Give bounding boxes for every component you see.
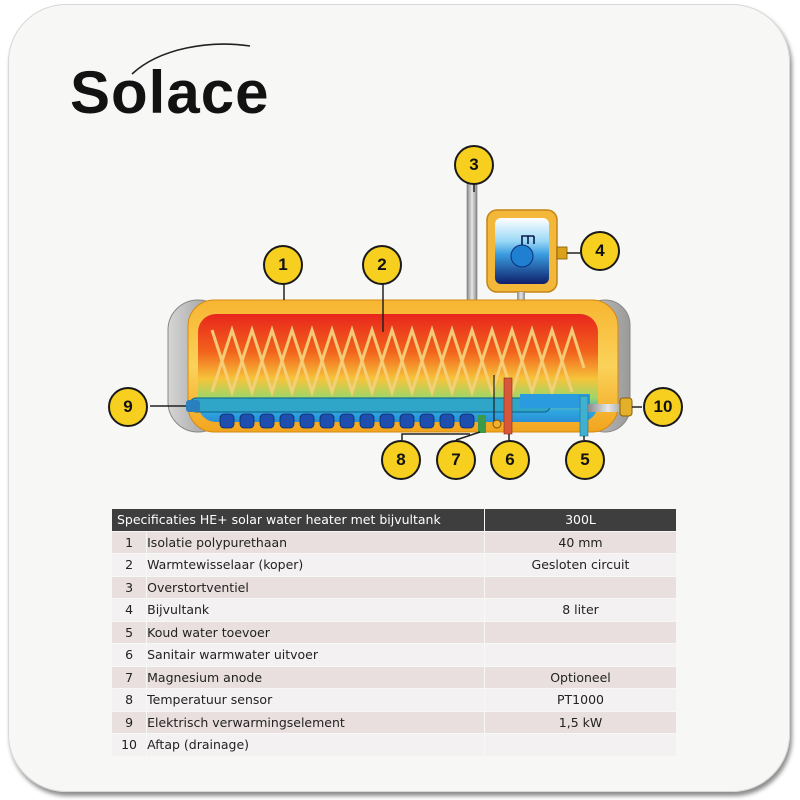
- table-row: 10 Aftap (drainage): [110, 733, 677, 757]
- callout-4: 4: [580, 231, 620, 271]
- spec-table-title: Specificaties HE+ solar water heater met…: [111, 508, 485, 532]
- table-row: 8 Temperatuur sensor PT1000: [110, 688, 677, 712]
- heat-exchanger-coil: [210, 325, 586, 397]
- callout-9: 9: [108, 387, 148, 427]
- spec-table-header: Specificaties HE+ solar water heater met…: [111, 508, 677, 532]
- table-row: 9 Elektrisch verwarmingselement 1,5 kW: [110, 710, 677, 734]
- callout-6: 6: [490, 440, 530, 480]
- callout-10: 10: [643, 387, 683, 427]
- callout-2: 2: [362, 245, 402, 285]
- callout-1: 1: [263, 245, 303, 285]
- solar-tank-diagram: [150, 179, 642, 441]
- table-row: 4 Bijvultank 8 liter: [110, 598, 677, 622]
- table-row: 1 Isolatie polypurethaan 40 mm: [110, 530, 677, 554]
- table-row: 3 Overstortventiel: [110, 575, 677, 599]
- callout-5: 5: [565, 440, 605, 480]
- table-row: 2 Warmtewisselaar (koper) Gesloten circu…: [110, 553, 677, 577]
- callout-7: 7: [436, 440, 476, 480]
- table-row: 5 Koud water toevoer: [110, 620, 677, 644]
- table-row: 7 Magnesium anode Optioneel: [110, 665, 677, 689]
- logo-swoosh: [131, 43, 251, 75]
- brand-logo: Solace: [70, 59, 270, 126]
- table-row: 6 Sanitair warmwater uitvoer: [110, 643, 677, 667]
- spec-table-capacity: 300L: [484, 508, 677, 532]
- callout-8: 8: [381, 440, 421, 480]
- callout-3: 3: [454, 145, 494, 185]
- spec-table: Specificaties HE+ solar water heater met…: [110, 508, 677, 757]
